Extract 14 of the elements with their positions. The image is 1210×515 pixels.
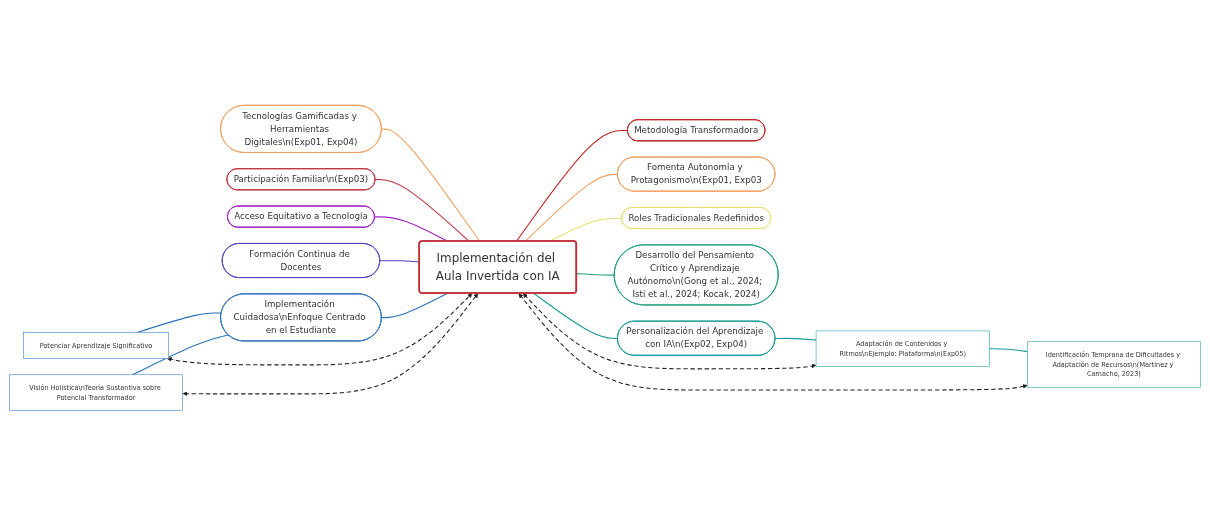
connector	[533, 292, 619, 339]
arrow	[182, 292, 479, 396]
connector	[132, 333, 229, 375]
connector	[524, 173, 619, 242]
connector	[374, 178, 470, 242]
connector	[516, 129, 629, 242]
arrow	[166, 292, 473, 365]
connector	[381, 128, 481, 242]
connector	[774, 337, 817, 341]
connector	[576, 272, 615, 276]
arrow	[522, 292, 817, 369]
connector	[381, 292, 449, 318]
connector	[988, 347, 1028, 352]
arrow	[518, 292, 1028, 391]
